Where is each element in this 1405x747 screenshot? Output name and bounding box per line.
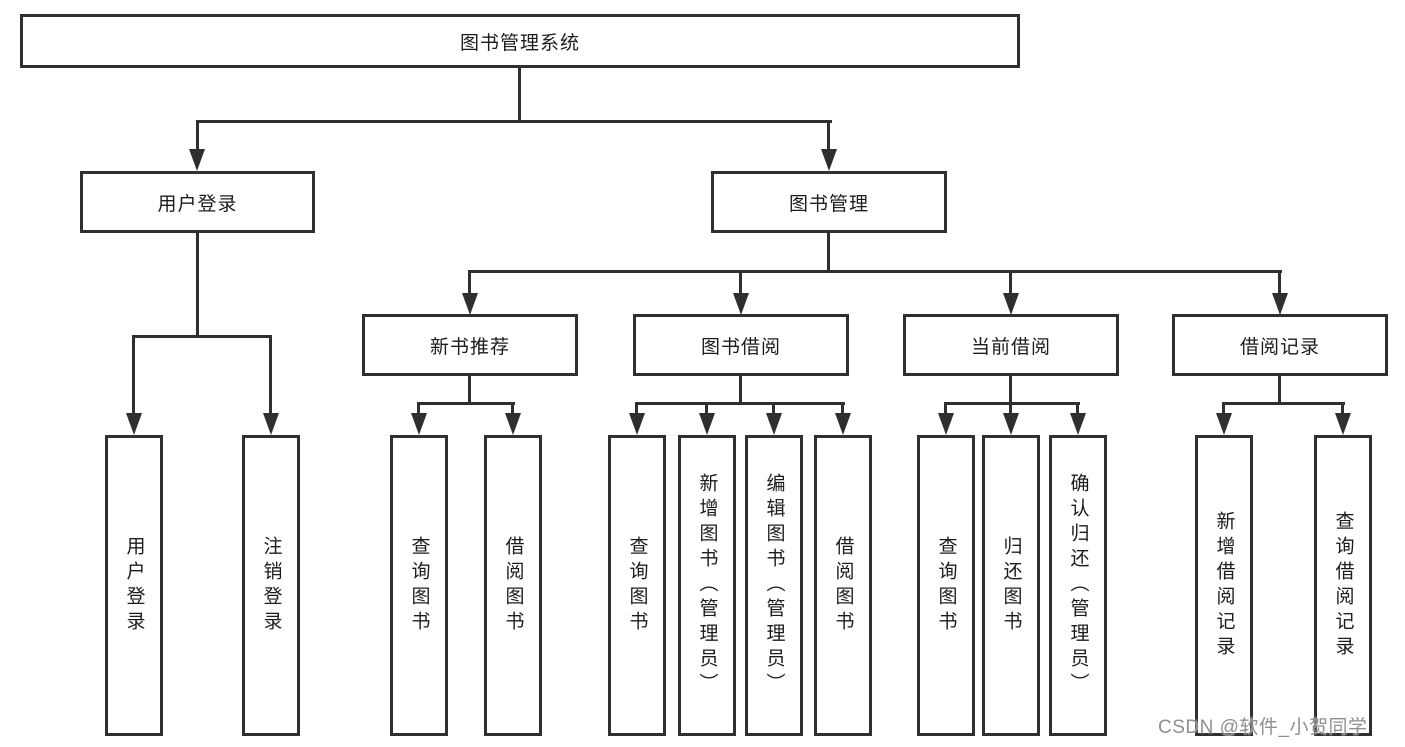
leaf-confirm-return-admin: 确认归还（管理员） bbox=[1049, 435, 1107, 736]
connector-current-stem bbox=[1009, 376, 1012, 404]
connector-drop bbox=[269, 335, 272, 415]
connector-drop bbox=[417, 402, 420, 416]
leaf-return-book: 归还图书 bbox=[982, 435, 1040, 736]
connector-drop bbox=[705, 402, 708, 416]
connector-newbook-stem bbox=[468, 376, 471, 404]
arrowhead-down-icon bbox=[766, 413, 782, 435]
arrowhead-down-icon bbox=[835, 413, 851, 435]
node-root: 图书管理系统 bbox=[20, 14, 1020, 68]
arrowhead-down-icon bbox=[189, 149, 205, 171]
leaf-query-books-borrow: 查询图书 bbox=[608, 435, 666, 736]
connector-current-crossbar bbox=[944, 402, 1080, 405]
arrowhead-down-icon bbox=[733, 293, 749, 315]
connector-drop bbox=[132, 335, 135, 415]
node-borrow-records: 借阅记录 bbox=[1172, 314, 1388, 376]
connector-bookmgmt-crossbar bbox=[468, 270, 1282, 273]
leaf-add-borrow-record: 新增借阅记录 bbox=[1195, 435, 1253, 736]
connector-root-stem bbox=[518, 68, 521, 122]
leaf-borrow-books: 借阅图书 bbox=[814, 435, 872, 736]
node-user-login: 用户登录 bbox=[80, 171, 315, 233]
arrowhead-down-icon bbox=[821, 149, 837, 171]
leaf-user-login: 用户登录 bbox=[105, 435, 163, 736]
connector-bookmgmt-stem bbox=[827, 233, 830, 272]
connector-userlogin-stem bbox=[196, 233, 199, 337]
arrowhead-down-icon bbox=[1003, 293, 1019, 315]
connector-drop bbox=[1278, 270, 1281, 295]
leaf-edit-book-admin: 编辑图书（管理员） bbox=[745, 435, 803, 736]
connector-drop bbox=[1341, 402, 1344, 416]
connector-drop bbox=[739, 270, 742, 295]
leaf-query-books-recommend: 查询图书 bbox=[390, 435, 448, 736]
connector-newbook-crossbar bbox=[417, 402, 515, 405]
connector-records-stem bbox=[1278, 376, 1281, 404]
connector-records-crossbar bbox=[1222, 402, 1345, 405]
connector-drop bbox=[944, 402, 947, 416]
arrowhead-down-icon bbox=[1216, 413, 1232, 435]
connector-drop bbox=[1009, 270, 1012, 295]
connector-drop bbox=[1076, 402, 1079, 416]
connector-root-crossbar bbox=[196, 120, 832, 123]
arrowhead-down-icon bbox=[699, 413, 715, 435]
leaf-borrow-books-recommend: 借阅图书 bbox=[484, 435, 542, 736]
arrowhead-down-icon bbox=[938, 413, 954, 435]
node-current-borrow: 当前借阅 bbox=[903, 314, 1119, 376]
leaf-logout: 注销登录 bbox=[242, 435, 300, 736]
arrowhead-down-icon bbox=[1335, 413, 1351, 435]
connector-drop bbox=[468, 270, 471, 295]
connector-borrow-crossbar bbox=[635, 402, 845, 405]
node-new-book-recommend: 新书推荐 bbox=[362, 314, 578, 376]
arrowhead-down-icon bbox=[1003, 413, 1019, 435]
leaf-query-books-current: 查询图书 bbox=[917, 435, 975, 736]
watermark: CSDN @软件_小贺同学 bbox=[1158, 717, 1368, 738]
connector-userlogin-crossbar bbox=[132, 335, 272, 338]
connector-drop bbox=[827, 120, 830, 152]
arrowhead-down-icon bbox=[263, 413, 279, 435]
connector-drop bbox=[511, 402, 514, 416]
connector-borrow-stem bbox=[739, 376, 742, 404]
leaf-add-book-admin: 新增图书（管理员） bbox=[678, 435, 736, 736]
arrowhead-down-icon bbox=[411, 413, 427, 435]
connector-drop bbox=[635, 402, 638, 416]
arrowhead-down-icon bbox=[505, 413, 521, 435]
connector-drop bbox=[841, 402, 844, 416]
arrowhead-down-icon bbox=[462, 293, 478, 315]
arrowhead-down-icon bbox=[1070, 413, 1086, 435]
connector-drop bbox=[772, 402, 775, 416]
arrowhead-down-icon bbox=[1272, 293, 1288, 315]
node-book-borrow: 图书借阅 bbox=[633, 314, 849, 376]
arrowhead-down-icon bbox=[126, 413, 142, 435]
connector-drop bbox=[1009, 402, 1012, 416]
connector-drop bbox=[196, 120, 199, 152]
node-book-management: 图书管理 bbox=[711, 171, 947, 233]
leaf-query-borrow-record: 查询借阅记录 bbox=[1314, 435, 1372, 736]
connector-drop bbox=[1222, 402, 1225, 416]
arrowhead-down-icon bbox=[629, 413, 645, 435]
